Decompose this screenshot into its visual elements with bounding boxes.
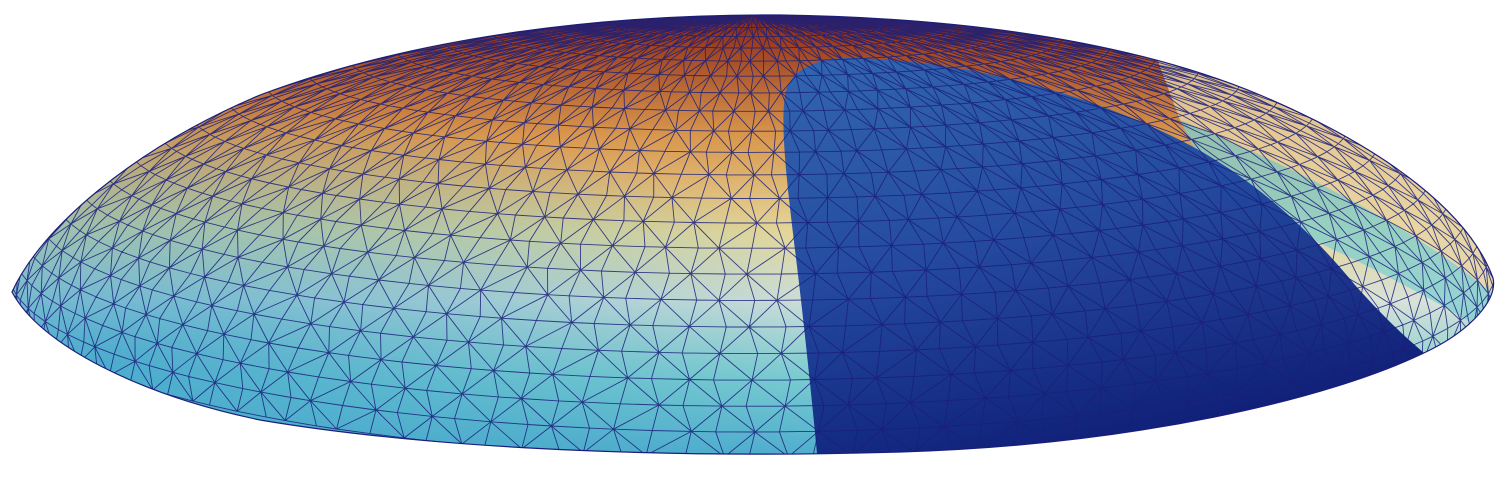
dome-outline: [11, 14, 1495, 455]
overlay-region: [783, 58, 1494, 455]
